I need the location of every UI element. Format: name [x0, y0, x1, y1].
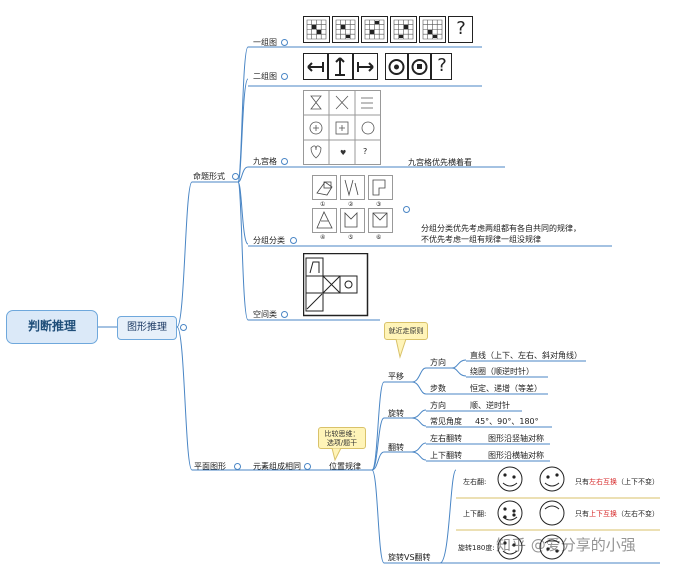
node-rotate[interactable]: 旋转	[388, 409, 404, 418]
note-lr: 只有左右互换（上下不变）	[575, 477, 659, 487]
branch-mingti[interactable]: 命题形式	[193, 172, 225, 181]
group-class-note-1: 分组分类优先考虑两组都有各自共同的规律，	[421, 224, 581, 233]
collapse-toggle[interactable]	[281, 73, 288, 80]
collapse-toggle[interactable]	[234, 463, 241, 470]
cmp-ud-label: 上下翻:	[463, 510, 487, 518]
node-flip[interactable]: 翻转	[388, 443, 404, 452]
sub-label: ⑤	[348, 234, 354, 241]
question-mark: ?	[456, 18, 466, 39]
two-group-figure: ?	[303, 53, 453, 87]
steps-value: 恒定、递增（等差）	[470, 384, 542, 393]
group-class-note-2: 不优先考虑一组有规律一组没规律	[421, 235, 541, 244]
node-rot-angle[interactable]: 常见角度	[430, 417, 462, 426]
node-flip-ud[interactable]: 上下翻转	[430, 451, 462, 460]
node-one-group[interactable]: 一组图	[253, 38, 277, 47]
watermark: 知乎 @爱分享的小强	[496, 536, 636, 554]
note-lr-c: （上下不变）	[617, 478, 659, 486]
node-translate[interactable]: 平移	[388, 372, 404, 381]
rot-direction-value: 顺、逆时针	[470, 401, 510, 410]
question-mark: ?	[437, 55, 447, 76]
cmp-rot-label: 旋转180度:	[458, 544, 495, 552]
group-class-shapes	[312, 175, 393, 233]
nine-grid-figure: ♥ ?	[303, 90, 383, 170]
cube-net	[302, 252, 369, 317]
node-flip-lr[interactable]: 左右翻转	[430, 434, 462, 443]
node-rot-vs-flip[interactable]: 旋转VS翻转	[388, 553, 431, 562]
face-comparisons	[497, 466, 565, 560]
group-class-figure: ① ② ③ ④ ⑤ ⑥	[312, 175, 397, 247]
nine-grid-cells: ♥	[303, 90, 381, 165]
branch-pingmian[interactable]: 平面图形	[194, 462, 226, 471]
note-ud-c: （左右不变）	[617, 510, 659, 518]
note-ud-b: 上下互换	[589, 510, 617, 518]
collapse-toggle[interactable]	[403, 206, 410, 213]
two-group-shapes	[303, 53, 452, 80]
collapse-toggle[interactable]	[304, 463, 311, 470]
callout-pointer	[395, 339, 407, 359]
collapse-toggle[interactable]	[281, 39, 288, 46]
question-mark: ?	[363, 147, 368, 156]
sub-label: ①	[320, 201, 326, 208]
callout-compare-text: 比较思维：选项/题干	[324, 430, 360, 447]
callout-compare: 比较思维：选项/题干	[318, 427, 366, 449]
collapse-toggle[interactable]	[281, 311, 288, 318]
sub-label: ⑥	[376, 234, 382, 241]
space-figure	[302, 252, 369, 321]
node-two-group[interactable]: 二组图	[253, 72, 277, 81]
svg-text:♥: ♥	[340, 149, 346, 157]
node-steps[interactable]: 步数	[430, 384, 446, 393]
node-elements-same[interactable]: 元素组成相同	[253, 462, 301, 471]
flip-lr-value: 图形沿竖轴对称	[488, 434, 544, 443]
sub-label: ③	[376, 201, 382, 208]
rot-angle-value: 45°、90°、180°	[475, 417, 539, 426]
node-direction[interactable]: 方向	[430, 358, 446, 367]
root-node[interactable]: 判断推理	[6, 310, 98, 344]
note-lr-a: 只有	[575, 478, 589, 486]
node-position-rule[interactable]: 位置规律	[329, 462, 361, 471]
dir-straight: 直线（上下、左右、斜对角线）	[470, 351, 582, 360]
note-ud: 只有上下互换（左右不变）	[575, 509, 659, 519]
nine-grid-note: 九宫格优先横着看	[408, 158, 472, 167]
collapse-toggle[interactable]	[232, 173, 239, 180]
dir-around: 绕圈（顺逆时针）	[470, 367, 534, 376]
cmp-lr-label: 左右翻:	[463, 478, 487, 486]
callout-nearby: 就近走原则	[384, 322, 428, 340]
level1-node[interactable]: 图形推理	[117, 316, 177, 340]
one-group-grids	[303, 16, 473, 43]
callout-pointer	[331, 448, 342, 462]
node-group-class[interactable]: 分组分类	[253, 236, 285, 245]
note-lr-b: 左右互换	[589, 478, 617, 486]
node-space[interactable]: 空间类	[253, 310, 277, 319]
flip-ud-value: 图形沿横轴对称	[488, 451, 544, 460]
collapse-toggle[interactable]	[281, 158, 288, 165]
one-group-figure: ?	[303, 16, 473, 50]
node-rot-direction[interactable]: 方向	[430, 401, 446, 410]
sub-label: ④	[320, 234, 326, 241]
node-nine-grid[interactable]: 九宫格	[253, 157, 277, 166]
note-ud-a: 只有	[575, 510, 589, 518]
sub-label: ②	[348, 201, 354, 208]
collapse-toggle[interactable]	[290, 237, 297, 244]
collapse-toggle[interactable]	[180, 324, 187, 331]
